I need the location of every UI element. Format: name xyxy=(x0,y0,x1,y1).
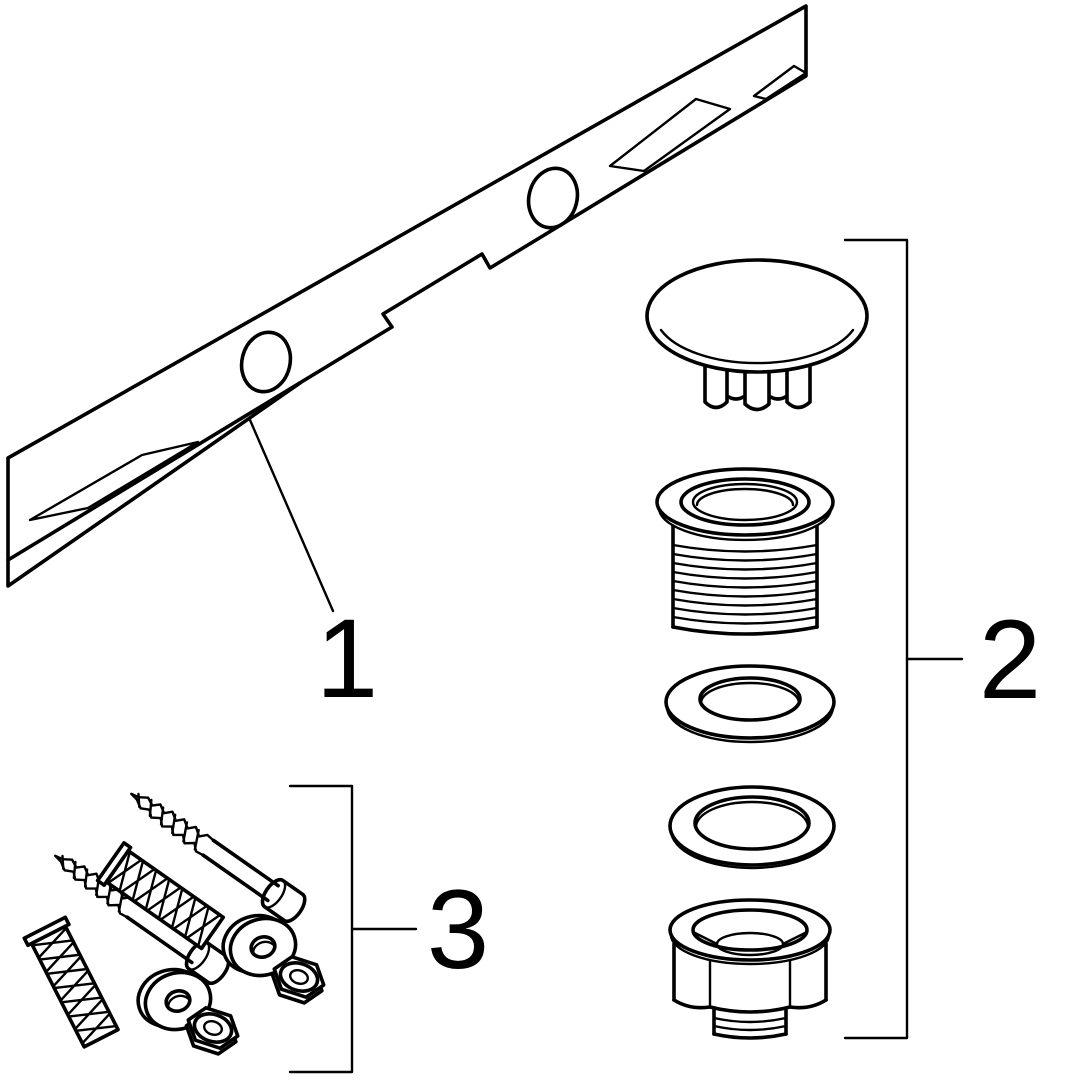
part-2-bracket xyxy=(843,238,909,1040)
plug-snap-fingers xyxy=(703,364,812,412)
rail-left-tab xyxy=(28,440,200,522)
seal-hole xyxy=(693,795,811,851)
nut-flange-opening xyxy=(691,908,809,952)
flange-opening xyxy=(691,482,799,522)
spacer-thickness xyxy=(665,705,835,744)
rail-corner-tab xyxy=(752,64,808,101)
callout-part-1: 1 xyxy=(248,418,378,721)
seal-thickness xyxy=(669,828,835,870)
spacer-washer xyxy=(664,664,836,744)
rail-front-edge xyxy=(6,381,302,588)
sleeve-bottom xyxy=(671,625,819,636)
wall-plug-lower xyxy=(22,915,124,1051)
rail-outline xyxy=(6,4,808,562)
part-2-label: 2 xyxy=(979,597,1041,722)
spacer-hole-wall xyxy=(699,681,801,705)
drain-set xyxy=(645,258,869,1040)
mounting-rail xyxy=(6,4,808,588)
part-3-label: 3 xyxy=(427,867,489,992)
rail-slot-hole-right xyxy=(526,166,580,230)
seal-ring xyxy=(668,785,836,870)
nut-hex-sides xyxy=(672,942,828,1002)
sleeve-threads xyxy=(671,543,819,625)
plug-cap-dome xyxy=(645,258,869,374)
fixing-set xyxy=(22,778,331,1060)
flange-underside xyxy=(657,506,833,542)
plug-cap-rim xyxy=(659,328,855,365)
flange-inner-ring xyxy=(679,477,811,527)
rail-right-tab xyxy=(608,97,732,173)
push-open-plug xyxy=(645,258,869,412)
nut-stub-sides xyxy=(712,1008,788,1036)
locking-nut xyxy=(668,898,832,1040)
seal-hole-wall xyxy=(694,800,810,829)
nut-flange-underside xyxy=(669,933,831,966)
sleeve-sides xyxy=(671,524,819,629)
part-1-label: 1 xyxy=(316,596,378,721)
threaded-flange-sleeve xyxy=(655,467,835,636)
nut-stub-threads xyxy=(712,1016,788,1032)
part-1-leader-line xyxy=(248,418,335,613)
nut-hex-facets xyxy=(708,958,792,1009)
spacer-hole xyxy=(698,676,802,722)
rail-slot-hole-left xyxy=(239,330,293,394)
nut-funnel-sides xyxy=(691,930,809,946)
callout-part-2: 2 xyxy=(843,238,1041,1040)
nut-stub-bottom xyxy=(712,1032,788,1040)
flange-opening-wall xyxy=(695,487,795,507)
callout-part-3: 3 xyxy=(288,784,489,1074)
part-3-bracket xyxy=(288,784,354,1074)
nut-hex-bottom xyxy=(672,998,828,1014)
